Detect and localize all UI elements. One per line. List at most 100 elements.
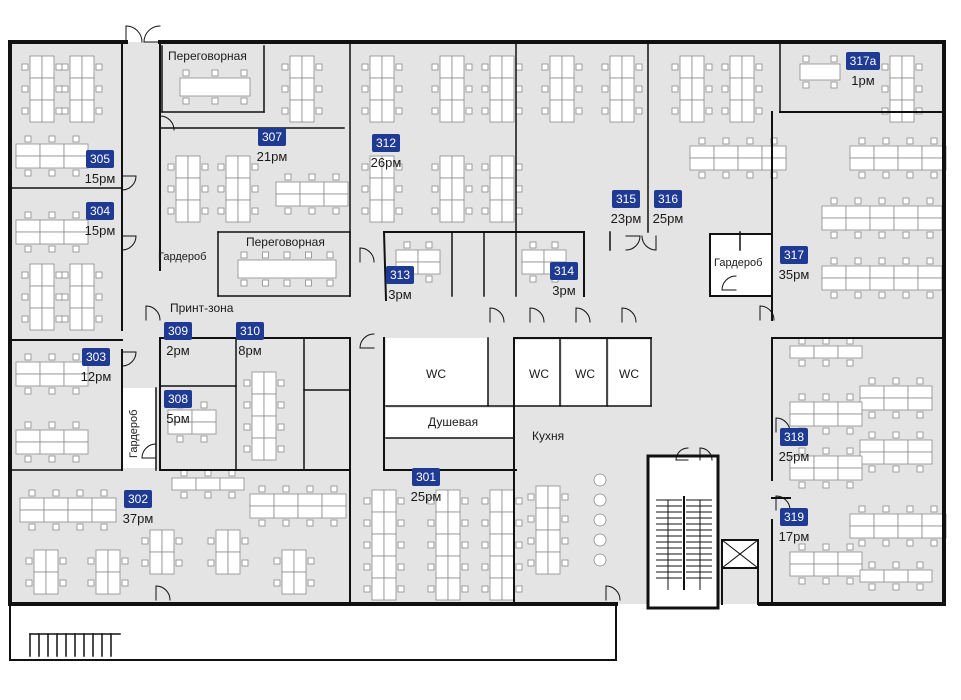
room-capacity: 37рм	[123, 511, 154, 526]
room-capacity: 25рм	[411, 489, 442, 504]
desk-column	[431, 155, 473, 223]
desk-column	[481, 55, 523, 123]
room-number-box	[236, 322, 264, 340]
wall-segment	[721, 539, 759, 569]
room-capacity: 3рм	[388, 287, 411, 302]
room-number: 308	[168, 392, 188, 406]
room-capacity: 2рм	[166, 343, 189, 358]
room-number: 317a	[850, 54, 877, 68]
desk-column	[87, 549, 129, 595]
wardrobe-left-room	[122, 388, 156, 468]
stool	[593, 553, 607, 567]
desk-column	[481, 489, 523, 601]
door-swing	[699, 447, 713, 461]
stool	[593, 513, 607, 527]
room-number: 312	[376, 136, 396, 150]
label-kitchen: Кухня	[532, 429, 564, 443]
meeting-table	[179, 69, 251, 105]
door-swing	[159, 115, 175, 131]
desk-block	[15, 421, 89, 463]
door-swing	[121, 235, 137, 251]
room-number-box	[550, 262, 578, 280]
door-swing	[359, 247, 375, 263]
room-badge-301: 301 25рм	[411, 468, 442, 504]
room-number: 317	[784, 248, 804, 262]
service-rooms	[122, 234, 780, 608]
room-number-box	[386, 266, 414, 284]
wc-room-1	[386, 338, 488, 406]
room-capacity: 23рм	[611, 211, 642, 226]
desk-block	[171, 469, 245, 499]
room-number: 307	[262, 130, 282, 144]
wall-segment	[382, 230, 388, 302]
label-wc-3: WC	[575, 367, 595, 381]
door-swing	[121, 351, 137, 367]
wc-room-4	[609, 340, 651, 406]
door-swing	[641, 235, 657, 251]
desk-column	[167, 155, 209, 223]
room-number: 302	[128, 492, 148, 506]
desk-block	[859, 431, 933, 473]
room-number: 301	[416, 470, 436, 484]
room-capacity: 25рм	[653, 211, 684, 226]
door-swing	[359, 333, 375, 349]
room-capacity: 17рм	[779, 529, 810, 544]
label-wc-4: WC	[619, 367, 639, 381]
desk-column	[243, 371, 285, 461]
door-swing	[605, 585, 621, 601]
desk-block	[859, 561, 933, 591]
desk-block	[821, 197, 943, 239]
desk-column	[141, 529, 183, 575]
room-number: 319	[784, 510, 804, 524]
desk-block	[19, 489, 117, 531]
label-shower: Душевая	[428, 415, 478, 429]
room-badge-319: 319 17рм	[779, 508, 810, 544]
room-number: 309	[168, 324, 188, 338]
door-swing	[775, 495, 791, 511]
room-capacity: 26рм	[371, 155, 402, 170]
stool	[593, 493, 607, 507]
label-wc-1: WC	[426, 367, 446, 381]
shower-room	[386, 408, 514, 438]
desk-block	[789, 447, 863, 489]
desk-block	[789, 337, 863, 367]
door-swing	[155, 585, 171, 601]
door-swing	[721, 275, 737, 291]
room-number-box	[780, 428, 808, 446]
label-meeting-mid: Переговорная	[246, 235, 325, 249]
room-capacity: 8рм	[238, 343, 261, 358]
door-swing	[675, 447, 689, 461]
desk-block	[15, 135, 89, 177]
staircase	[656, 496, 712, 590]
room-number-box	[780, 246, 808, 264]
room-number-box	[164, 322, 192, 340]
door-swing	[759, 305, 775, 321]
desk-column	[61, 263, 103, 331]
desk-column	[21, 263, 63, 331]
label-print-zone: Принт-зона	[170, 301, 234, 315]
room-number-box	[654, 190, 682, 208]
room-number: 304	[90, 204, 110, 218]
desk-block	[275, 173, 349, 215]
label-wardrobe-left: Гардероб	[158, 251, 206, 263]
stool	[593, 473, 607, 487]
door-swing	[143, 25, 161, 43]
room-number-box	[164, 390, 192, 408]
desk-column	[361, 155, 403, 223]
entrance-strip	[10, 604, 616, 660]
room-number-box	[82, 348, 110, 366]
furniture-layer	[15, 55, 947, 601]
room-badges: 317a1рм30721рм31226рм30515рм30415рм31523…	[81, 52, 880, 544]
desk-column	[61, 55, 103, 123]
label-wc-2: WC	[529, 367, 549, 381]
wardrobe-right-room	[710, 234, 772, 296]
